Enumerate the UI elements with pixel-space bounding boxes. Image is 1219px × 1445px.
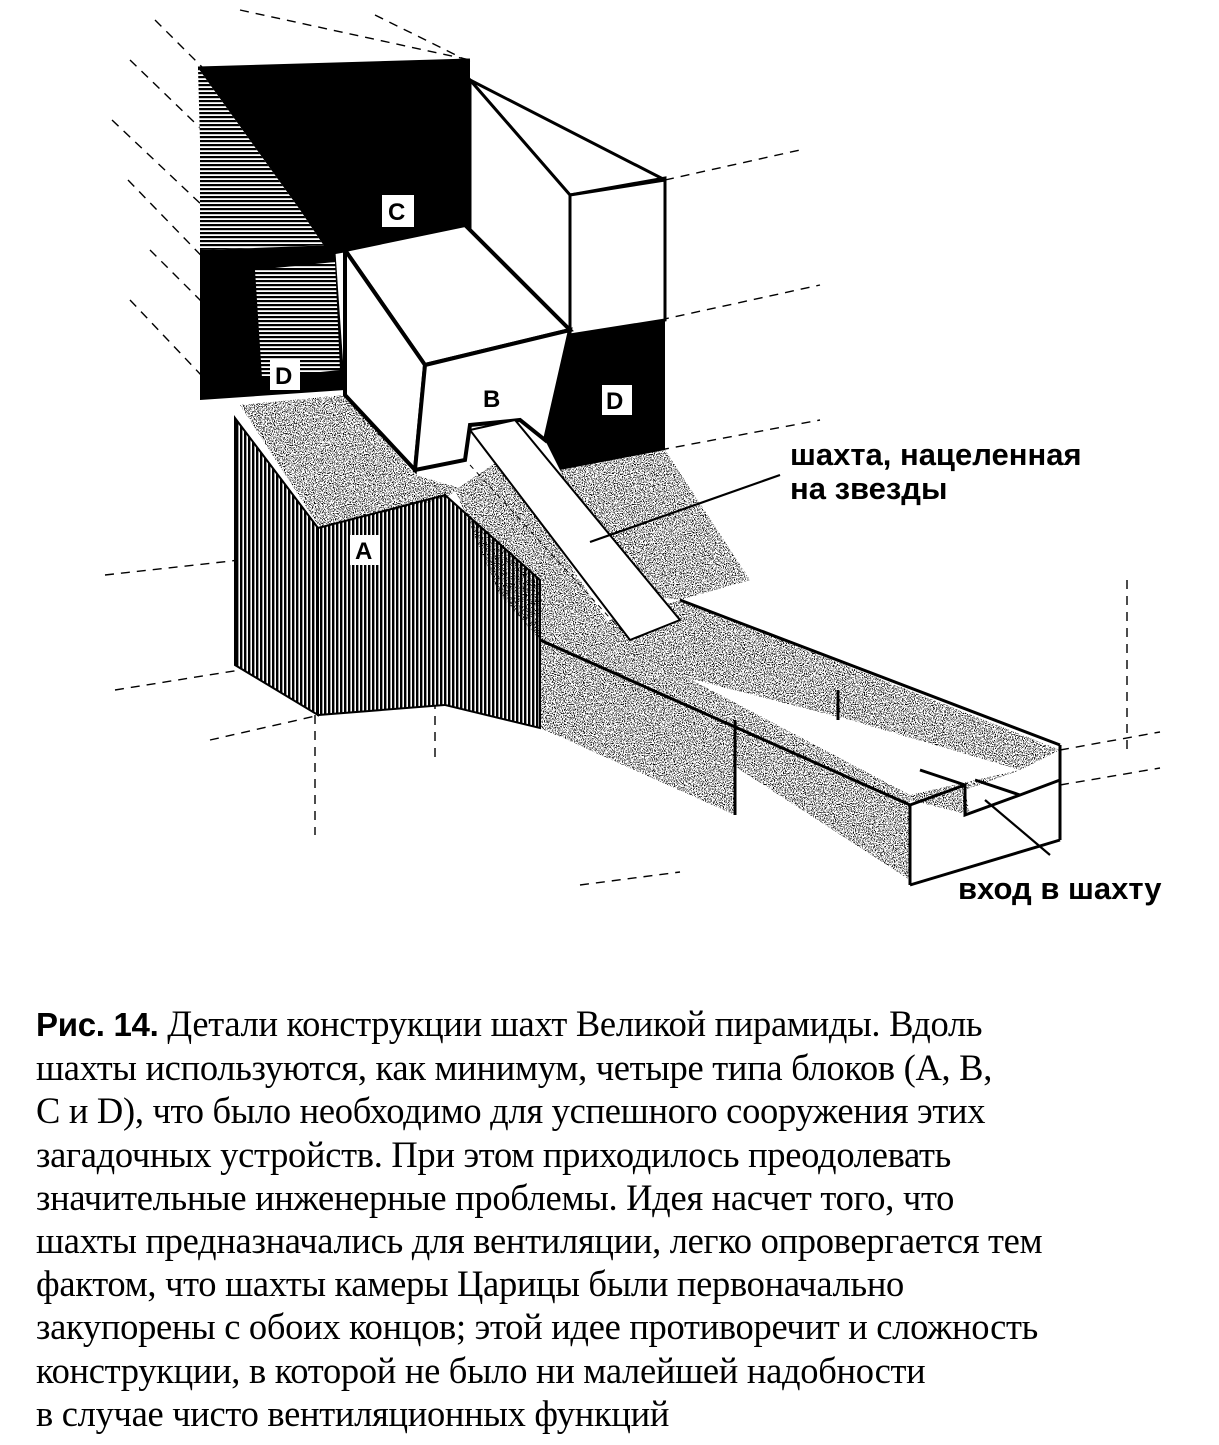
- shaft-channel: [468, 418, 682, 642]
- shaft-callout: шахта, нацеленная на звезды: [790, 438, 1082, 506]
- svg-text:C: C: [388, 199, 405, 226]
- block-a-front: [317, 493, 446, 717]
- upper-right-block-front: [568, 178, 667, 337]
- shaft-construction-diagram: C D B D A шахта, нацеленная на звезды вх…: [104, 9, 1162, 906]
- dashed-guide-lines: [104, 9, 1161, 886]
- caption-line-9: конструкции, в которой не было ни малейш…: [36, 1349, 926, 1391]
- block-c-label: C: [382, 195, 414, 227]
- caption-line-6: шахты предназначались для вентиляции, ле…: [36, 1220, 1043, 1262]
- caption-line-5: значительные инженерные проблемы. Идея н…: [36, 1176, 955, 1218]
- block-d-left-hatched-part: [255, 262, 340, 378]
- caption-line-1: Рис. 14. Детали конструкции шахт Великой…: [36, 1002, 1206, 1046]
- caption-line-4: загадочных устройств. При этом приходило…: [36, 1133, 952, 1175]
- svg-text:A: A: [355, 538, 372, 565]
- block-c-hatched-side: [198, 68, 330, 255]
- block-a-label: A: [350, 535, 380, 565]
- block-d-right-label: D: [602, 385, 632, 415]
- shaft-callout-line-1: шахта, нацеленная: [790, 437, 1082, 472]
- caption-text-1: Детали конструкции шахт Великой пирамиды…: [167, 1003, 983, 1044]
- block-b-label: B: [478, 383, 508, 413]
- figure-number: Рис. 14.: [36, 1006, 159, 1043]
- block-d-left-label: D: [270, 360, 300, 390]
- caption-line-7: фактом, что шахты камеры Царицы были пер…: [36, 1263, 905, 1305]
- callout-leaders: [589, 473, 1051, 856]
- caption-line-8: закупорены с обоих концов; этой идее про…: [36, 1306, 1039, 1348]
- caption-line-10: в случае чисто вентиляционных функций: [36, 1392, 670, 1434]
- figure-caption: Рис. 14. Детали конструкции шахт Великой…: [36, 1002, 1206, 1435]
- svg-text:D: D: [606, 388, 623, 415]
- entrance-callout: вход в шахту: [958, 871, 1162, 906]
- caption-line-2: шахты используются, как минимум, четыре …: [36, 1047, 993, 1089]
- caption-line-3: С и D), что было необходимо для успешног…: [36, 1090, 986, 1132]
- svg-text:D: D: [275, 363, 292, 390]
- diagram-drawing: C D B D A: [104, 9, 1161, 887]
- shaft-callout-line-2: на звезды: [790, 471, 948, 506]
- svg-text:B: B: [483, 386, 500, 413]
